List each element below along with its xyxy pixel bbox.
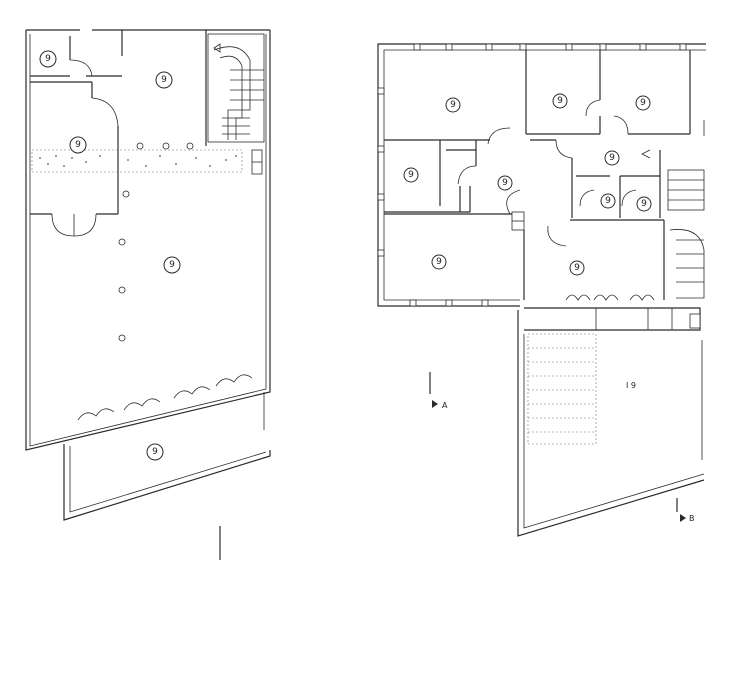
svg-text:9: 9 xyxy=(605,196,611,206)
duct-box xyxy=(689,313,701,329)
door-swing xyxy=(91,97,119,127)
decking-hatch xyxy=(527,333,597,445)
stipple-dots xyxy=(39,155,237,167)
bay-windows xyxy=(77,374,253,421)
door-swing xyxy=(457,165,477,185)
svg-text:9: 9 xyxy=(641,199,647,209)
svg-text:B: B xyxy=(689,514,695,523)
svg-text:9: 9 xyxy=(502,178,508,188)
svg-text:9: 9 xyxy=(574,263,580,273)
svg-text:A: A xyxy=(442,401,448,410)
room-marker: 9 xyxy=(146,443,164,461)
section-marker-a: A xyxy=(429,372,448,410)
svg-text:9: 9 xyxy=(408,170,414,180)
door-swing xyxy=(547,225,567,247)
room-marker: 9 xyxy=(569,260,585,276)
door-swing xyxy=(506,189,521,215)
left-staircase xyxy=(207,33,265,143)
room-marker: 9 xyxy=(635,95,651,111)
right-staircase xyxy=(667,169,705,299)
svg-text:9: 9 xyxy=(152,447,158,457)
section-marker-b: B xyxy=(676,498,695,523)
svg-text:9: 9 xyxy=(45,54,51,64)
terrace-outline xyxy=(63,444,271,521)
svg-text:9: 9 xyxy=(169,260,175,270)
balcony-outline xyxy=(524,307,701,331)
arrow-mark xyxy=(641,149,651,159)
left-plan: 9 9 9 9 9 xyxy=(25,29,271,560)
svg-text:9: 9 xyxy=(436,257,442,267)
room-marker: 9 xyxy=(497,175,513,191)
door-swing xyxy=(555,139,573,159)
room-label-large: I 9 xyxy=(626,381,636,390)
svg-text:9: 9 xyxy=(161,75,167,85)
hatched-strip xyxy=(31,149,243,173)
room-marker: 9 xyxy=(69,136,87,154)
door-swing xyxy=(69,59,93,77)
door-swing xyxy=(621,189,637,207)
svg-text:I 9: I 9 xyxy=(626,381,636,390)
room-marker: 9 xyxy=(636,196,652,212)
left-plan-outer-wall xyxy=(25,30,271,451)
right-plan-outer-wall xyxy=(377,43,706,307)
room-marker: 9 xyxy=(403,167,419,183)
window-leaves xyxy=(565,294,655,301)
svg-text:9: 9 xyxy=(557,96,563,106)
door-swing xyxy=(579,189,595,207)
room-marker: 9 xyxy=(445,97,461,113)
room-marker: 9 xyxy=(155,71,173,89)
svg-text:9: 9 xyxy=(609,153,615,163)
room-marker: 9 xyxy=(552,93,568,109)
door-swing xyxy=(613,115,629,135)
door-swing xyxy=(487,127,511,145)
svg-text:9: 9 xyxy=(640,98,646,108)
room-marker: 9 xyxy=(600,193,616,209)
wall-pilasters xyxy=(377,43,687,307)
room-marker: 9 xyxy=(604,150,620,166)
svg-text:9: 9 xyxy=(450,100,456,110)
terrace-outline xyxy=(517,310,705,537)
right-plan: A B 9 9 9 9 9 9 xyxy=(377,43,706,537)
columns xyxy=(118,142,194,342)
room-marker: 9 xyxy=(431,254,447,270)
room-marker: 9 xyxy=(163,256,181,274)
left-plan-inner-wall xyxy=(29,34,267,447)
door-swing xyxy=(585,99,601,117)
svg-text:9: 9 xyxy=(75,140,81,150)
room-marker: 9 xyxy=(39,50,57,68)
